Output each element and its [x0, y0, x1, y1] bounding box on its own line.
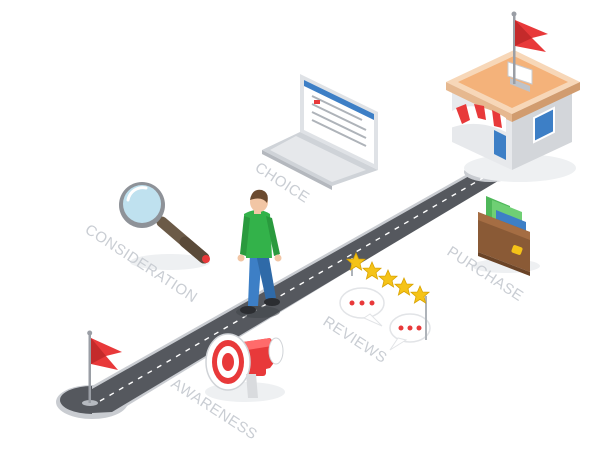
star-icon: [377, 268, 399, 288]
speech-bubble-icon: [339, 287, 385, 327]
star-icon: [409, 284, 431, 304]
wallet-icon: [472, 196, 540, 276]
star-icon: [361, 260, 383, 280]
stage-label-reviews: REVIEWS: [320, 313, 390, 367]
star-icon: [345, 251, 367, 271]
star-icon: [393, 276, 415, 296]
laptop-icon: [262, 74, 378, 190]
star-rating: [345, 251, 431, 340]
megaphone-icon: [205, 333, 285, 402]
start-flag-icon: [82, 330, 122, 406]
walking-person-icon: [236, 189, 282, 318]
magnifier-icon: [119, 182, 210, 270]
speech-bubble-icon: [389, 313, 431, 351]
store-flag-icon: [511, 11, 548, 84]
